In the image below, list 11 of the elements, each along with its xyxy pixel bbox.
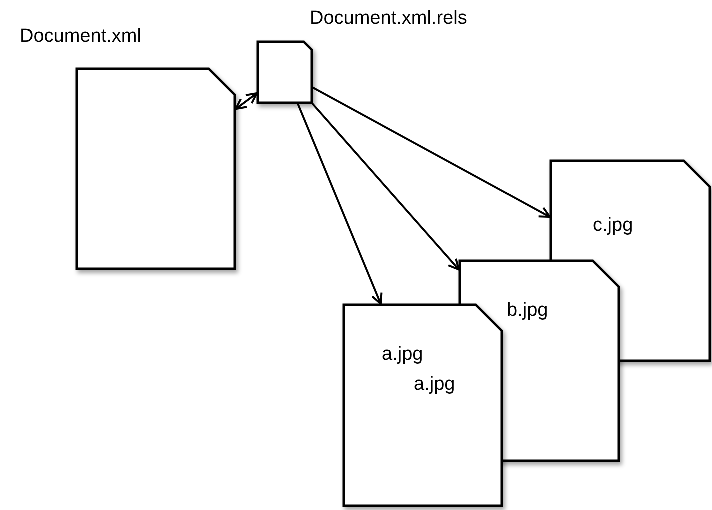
arrow	[312, 86, 551, 218]
file-name: a.jpg	[414, 374, 456, 396]
arrow	[312, 103, 460, 271]
file-name: c.jpg	[593, 215, 634, 237]
document-shape	[343, 304, 503, 507]
file-name: b.jpg	[507, 300, 548, 322]
file-name: Document.xml	[20, 26, 142, 48]
arrow	[297, 104, 383, 305]
arrow	[235, 92, 258, 110]
file-name: Document.xml.rels	[310, 8, 468, 30]
file-name: a.jpg	[382, 344, 424, 366]
